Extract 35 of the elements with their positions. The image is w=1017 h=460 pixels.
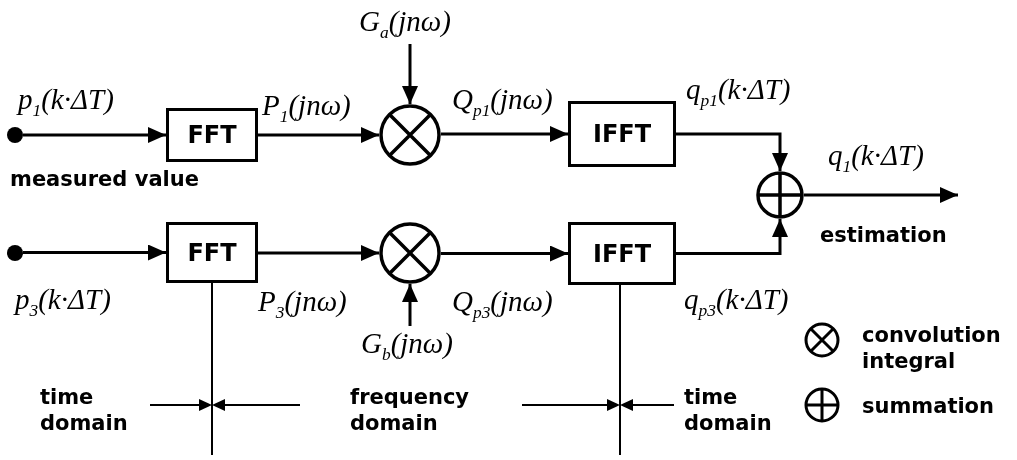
annotation-text: estimation: [820, 222, 947, 249]
legend-text: convolution integral: [862, 322, 1002, 375]
input-label: G$_{b}$(jnω): [342, 326, 472, 366]
annotation-text: time domain: [684, 384, 773, 437]
signal-label: q$_{1}$(k·ΔT): [828, 140, 924, 176]
annotation-text: measured value: [10, 166, 199, 193]
signal-label: q$_{p3}$(k·ΔT): [684, 284, 789, 320]
arrow: [402, 44, 418, 104]
signal-label: Q$_{p1}$(jnω): [452, 84, 553, 120]
signal-label: p$_{1}$(k·ΔT): [18, 84, 114, 120]
input-label: G$_{a}$(jnω): [340, 4, 470, 44]
arrow: [441, 245, 568, 262]
arrow: [804, 187, 958, 203]
arrow: [676, 219, 788, 255]
signal-label: P$_{1}$(jnω): [262, 90, 351, 126]
annotation-text: time domain: [40, 384, 129, 437]
arrow: [258, 127, 379, 143]
arrow: [402, 284, 418, 326]
signal-label: q$_{p1}$(k·ΔT): [686, 74, 791, 110]
signal-label: Q$_{p3}$(jnω): [452, 286, 553, 322]
process-box: IFFT: [568, 101, 676, 167]
process-box: FFT: [166, 222, 258, 283]
legend-text: summation: [862, 393, 995, 420]
arrow: [23, 244, 166, 261]
process-box: FFT: [166, 108, 258, 162]
signal-label: P$_{3}$(jnω): [258, 286, 347, 322]
arrow: [23, 127, 166, 143]
arrow: [676, 132, 788, 171]
arrow: [258, 245, 379, 261]
annotation-text: frequency domain: [350, 384, 471, 437]
process-box: IFFT: [568, 222, 676, 285]
signal-label: p$_{3}$(k·ΔT): [15, 284, 111, 320]
terminal-dot: [7, 127, 23, 143]
terminal-dot: [7, 245, 23, 261]
arrow: [441, 126, 568, 142]
